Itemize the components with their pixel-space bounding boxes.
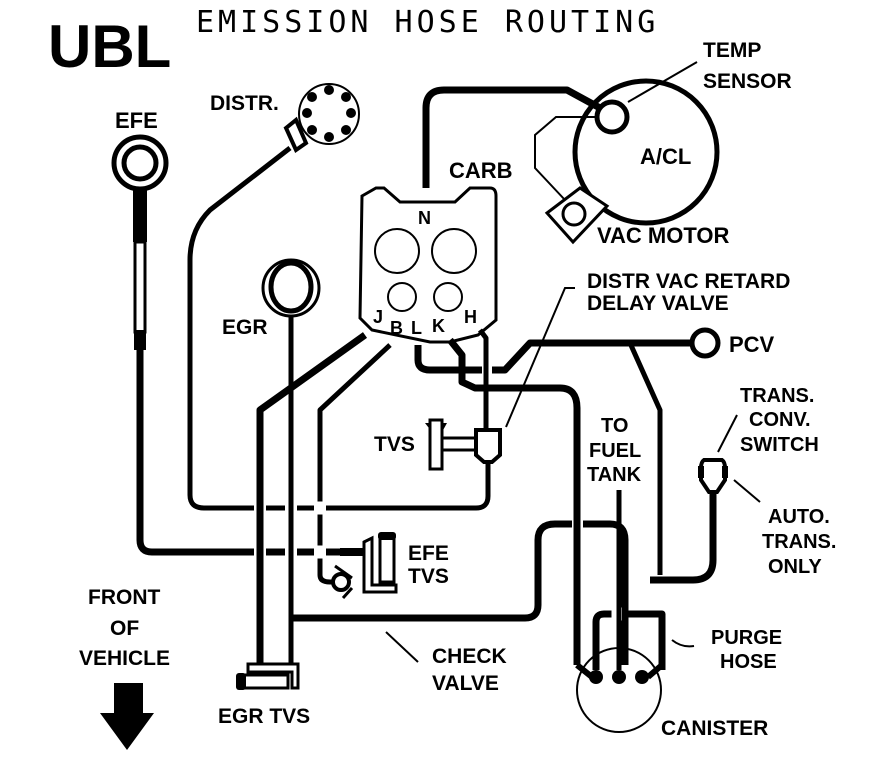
diagram-title: EMISSION HOSE ROUTING bbox=[196, 5, 659, 40]
purge-hose-label-2: HOSE bbox=[720, 651, 777, 673]
canister-loop-hose bbox=[291, 520, 629, 665]
canister bbox=[575, 647, 664, 733]
canister-label: CANISTER bbox=[661, 717, 768, 740]
tvs-valve bbox=[425, 418, 502, 471]
egr-tvs bbox=[236, 662, 300, 690]
temp-sensor-label-1: TEMP bbox=[703, 39, 761, 62]
efe-label: EFE bbox=[115, 108, 158, 133]
distributor-hose bbox=[187, 146, 491, 511]
efe-heater bbox=[111, 134, 169, 350]
pcv-canister-hose bbox=[627, 341, 663, 575]
temp-sensor-leader bbox=[627, 61, 698, 103]
purge-hose-leader bbox=[671, 639, 695, 648]
temp-sensor-label-2: SENSOR bbox=[703, 70, 792, 93]
carb-port-j: J bbox=[373, 307, 383, 327]
carb-port-l: L bbox=[411, 318, 422, 338]
carb-k-hose bbox=[447, 337, 581, 665]
delay-valve-leader bbox=[505, 287, 575, 428]
air-cleaner-label: A/CL bbox=[640, 144, 691, 169]
check-valve-label-1: CHECK bbox=[432, 645, 507, 668]
trans-switch-label-2: CONV. bbox=[749, 409, 811, 431]
auto-trans-leader bbox=[733, 479, 761, 503]
efe-tvs-label-1: EFE bbox=[408, 542, 449, 565]
efe-hose bbox=[136, 348, 350, 556]
auto-trans-label-1: AUTO. bbox=[768, 506, 830, 528]
arrow-down-icon bbox=[100, 683, 154, 750]
efe-tvs bbox=[340, 532, 398, 594]
auto-trans-label-2: TRANS. bbox=[762, 531, 836, 553]
air-cleaner bbox=[534, 78, 720, 245]
trans-switch-label-3: SWITCH bbox=[740, 434, 819, 456]
auto-trans-label-3: ONLY bbox=[768, 556, 822, 578]
distributor bbox=[283, 83, 360, 154]
check-valve-leader bbox=[385, 631, 419, 663]
fuel-tank-label-3: TANK bbox=[587, 464, 642, 486]
hose-crossings bbox=[254, 363, 583, 559]
carburetor bbox=[358, 186, 498, 344]
engine-code: UBL bbox=[48, 13, 171, 80]
carb-b-hose bbox=[317, 343, 392, 585]
purge-hose bbox=[592, 610, 666, 670]
tvs-label: TVS bbox=[374, 433, 415, 456]
trans-switch-hose bbox=[650, 488, 717, 584]
front-label-3: VEHICLE bbox=[79, 647, 170, 670]
purge-hose-label-1: PURGE bbox=[711, 627, 782, 649]
trans-switch-label-1: TRANS. bbox=[740, 385, 814, 407]
fuel-tank-label-2: FUEL bbox=[589, 440, 641, 462]
pcv-hose bbox=[414, 339, 693, 374]
check-valve bbox=[331, 564, 354, 600]
delay-valve-label-2: DELAY VALVE bbox=[587, 292, 729, 315]
delay-valve-label-1: DISTR VAC RETARD bbox=[587, 270, 790, 293]
check-valve-label-2: VALVE bbox=[432, 672, 499, 695]
carb-label: CARB bbox=[449, 158, 513, 183]
fuel-tank-label-1: TO bbox=[601, 415, 628, 437]
egr-valve bbox=[261, 258, 321, 318]
vac-motor-label: VAC MOTOR bbox=[597, 223, 730, 248]
carb-port-h: H bbox=[464, 307, 477, 327]
pcv-valve-icon bbox=[689, 327, 721, 359]
trans-conv-switch bbox=[698, 458, 728, 494]
trans-switch-leader bbox=[717, 414, 738, 453]
efe-tvs-label-2: TVS bbox=[408, 565, 449, 588]
carb-port-b: B bbox=[390, 318, 403, 338]
pcv-label: PCV bbox=[729, 332, 775, 357]
carb-port-n: N bbox=[418, 208, 431, 228]
distributor-label: DISTR. bbox=[210, 92, 279, 115]
carb-port-k: K bbox=[432, 316, 445, 336]
front-label-1: FRONT bbox=[88, 586, 160, 609]
egr-tvs-label: EGR TVS bbox=[218, 705, 310, 728]
carb-n-hose bbox=[422, 86, 602, 188]
egr-label: EGR bbox=[222, 316, 268, 339]
front-label-2: OF bbox=[110, 617, 139, 640]
